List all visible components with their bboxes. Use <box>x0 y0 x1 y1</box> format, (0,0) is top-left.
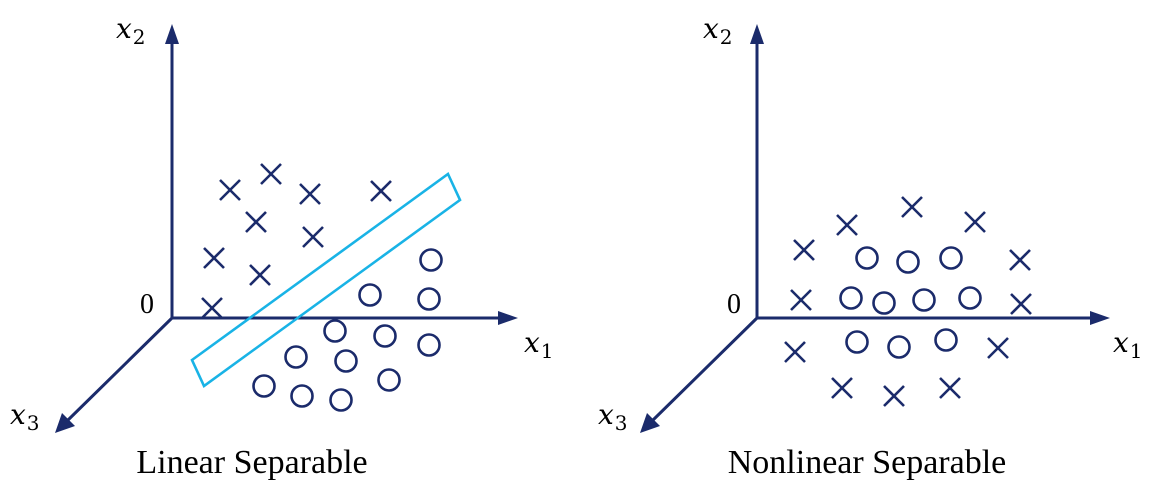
x3-axis-arrow <box>640 413 660 433</box>
circle-marker <box>845 330 869 354</box>
cross-marker <box>302 226 324 248</box>
circle-marker <box>419 248 443 272</box>
x1-axis-label: x1 <box>524 326 554 363</box>
x3-axis <box>649 316 759 424</box>
panel-caption: Nonlinear Separable <box>728 444 1007 481</box>
circle-marker <box>417 333 441 357</box>
cross-marker <box>790 289 812 311</box>
circle-marker <box>839 286 863 310</box>
circle-marker <box>939 246 963 270</box>
cross-marker <box>1010 293 1032 315</box>
cross-marker <box>784 341 806 363</box>
circle-marker <box>887 335 911 359</box>
cross-marker <box>901 196 923 218</box>
cross-marker <box>260 163 282 185</box>
circle-marker <box>329 388 353 412</box>
circle-marker <box>377 368 401 392</box>
x1-axis-arrow <box>498 311 518 325</box>
circle-marker <box>323 319 347 343</box>
cross-marker <box>370 180 392 202</box>
cross-marker <box>883 385 905 407</box>
origin-label: 0 <box>727 289 741 320</box>
circle-marker <box>373 324 397 348</box>
circle-marker <box>934 328 958 352</box>
circle-marker <box>252 374 276 398</box>
x3-axis-arrow <box>55 413 75 433</box>
circle-marker <box>284 345 308 369</box>
x3-axis-label: x3 <box>598 398 628 435</box>
cross-marker <box>219 179 241 201</box>
cross-marker <box>964 211 986 233</box>
cross-marker <box>249 264 271 286</box>
circle-marker <box>417 287 441 311</box>
x2-axis-label: x2 <box>703 12 733 49</box>
cross-marker <box>831 377 853 399</box>
panel-nonlinear: x2 x1 x3 0 Nonlinear Separable <box>598 12 1143 481</box>
panel-caption: Linear Separable <box>136 444 367 481</box>
x2-axis-label: x2 <box>116 12 146 49</box>
circle-marker <box>358 283 382 307</box>
cross-marker <box>201 297 223 319</box>
circle-marker <box>958 286 982 310</box>
x3-axis-label: x3 <box>10 398 40 435</box>
circle-marker <box>872 291 896 315</box>
x2-axis-arrow <box>165 24 179 44</box>
circle-marker <box>896 250 920 274</box>
cross-marker <box>245 211 267 233</box>
circle-marker <box>855 246 879 270</box>
cross-marker <box>793 239 815 261</box>
separating-hyperplane <box>190 172 462 388</box>
origin-label: 0 <box>140 289 154 320</box>
cross-marker <box>987 337 1009 359</box>
x3-axis <box>64 316 174 424</box>
cross-marker <box>203 247 225 269</box>
x1-axis-arrow <box>1090 311 1110 325</box>
cross-marker <box>299 183 321 205</box>
x1-axis-label: x1 <box>1113 326 1143 363</box>
cross-marker <box>1009 249 1031 271</box>
cross-marker <box>939 377 961 399</box>
circle-marker <box>912 288 936 312</box>
panel-linear: x2 x1 x3 0 Linear Separable <box>10 12 554 481</box>
x2-axis-arrow <box>750 24 764 44</box>
circle-marker <box>290 384 314 408</box>
circle-marker <box>334 349 358 373</box>
cross-marker <box>836 214 858 236</box>
